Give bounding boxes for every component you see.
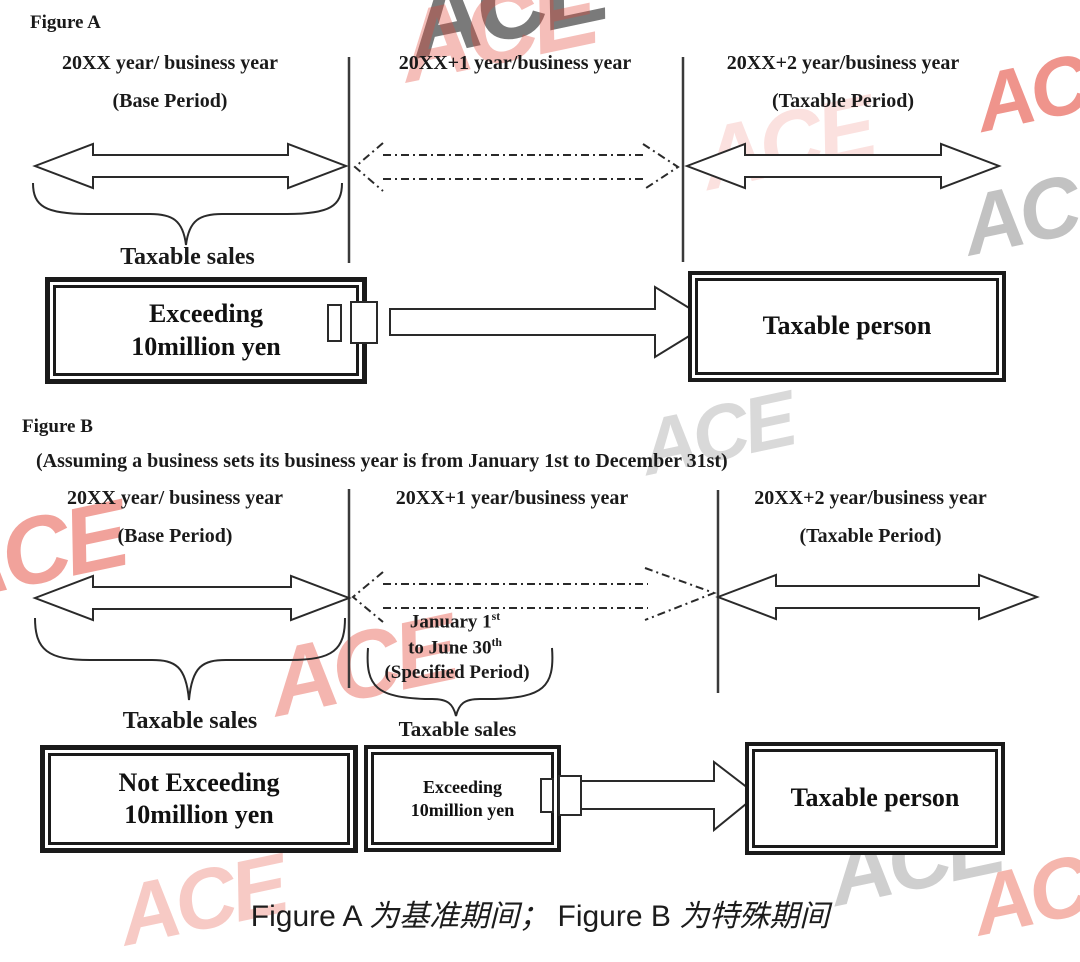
figure-b-period2-label: 20XX+1 year/business year xyxy=(395,487,629,509)
figure-a-period1-sublabel: (Base Period) xyxy=(112,90,228,112)
figure-b-specified-period-label: (Specified Period) xyxy=(384,662,530,683)
figure-b-base-condition-box: Not Exceeding 10million yen xyxy=(40,745,358,853)
figure-b-connector-small xyxy=(540,778,554,813)
figure-a-base-period-arrow xyxy=(32,142,349,190)
figure-b-specified-dates-line2: to June 30th xyxy=(355,636,555,659)
figure-a-connector-large xyxy=(350,301,378,344)
figure-b-base-condition-line2: 10million yen xyxy=(124,800,274,829)
figure-a-period3-sublabel: (Taxable Period) xyxy=(771,90,915,112)
caption-figure-b-desc: 为特殊期间 xyxy=(679,900,830,933)
figure-b-period3-sublabel: (Taxable Period) xyxy=(799,525,942,547)
figure-a-period2-label: 20XX+1 year/business year xyxy=(398,52,632,74)
figure-b-specified-condition-line1: Exceeding xyxy=(423,777,502,797)
figure-b-base-brace xyxy=(34,617,346,701)
specified-date-start-suffix: st xyxy=(491,610,501,623)
figure-b-specified-condition-line2: 10million yen xyxy=(410,799,515,820)
figure-b-result-box: Taxable person xyxy=(745,742,1005,855)
figure-a-condition-line2: 10million yen xyxy=(131,331,281,361)
figure-a-period3-label: 20XX+2 year/business year xyxy=(726,52,960,74)
specified-date-end-suffix: th xyxy=(491,636,502,649)
figure-a-period1-label: 20XX year/ business year xyxy=(61,52,279,74)
figure-b-base-taxable-sales-label: Taxable sales xyxy=(122,708,258,734)
specified-date-end: to June 30 xyxy=(408,637,492,659)
figure-a-taxable-period-arrow xyxy=(684,142,1002,190)
specified-date-start: January 1 xyxy=(409,611,492,633)
caption-figure-a-ref: Figure A xyxy=(250,900,370,933)
figure-b-period1-sublabel: (Base Period) xyxy=(117,525,233,547)
figure-b-result-arrow xyxy=(579,759,759,833)
figure-a-result-label: Taxable person xyxy=(762,311,932,341)
figure-b-assumption: (Assuming a business sets its business y… xyxy=(36,450,728,472)
figure-a-condition-line1: Exceeding xyxy=(148,299,264,328)
figure-a-taxable-sales-label: Taxable sales xyxy=(120,244,255,270)
figure-b-specified-dashed-arrow xyxy=(351,567,717,623)
figure-b-period3-label: 20XX+2 year/business year xyxy=(754,487,987,509)
figure-a-brace xyxy=(32,182,343,246)
figure-b-specified-condition-box: Exceeding 10million yen xyxy=(364,745,561,852)
figure-b-period1-label: 20XX year/ business year xyxy=(66,487,284,509)
caption-figure-a-desc: 为基准期间； xyxy=(369,900,550,933)
figure-b-base-period-arrow xyxy=(32,574,352,622)
figure-a-condition-box: Exceeding 10million yen xyxy=(45,277,367,384)
figure-b-taxable-period-arrow xyxy=(715,573,1040,621)
figure-a-middle-dashed-arrow xyxy=(353,142,680,192)
bottom-caption: Figure A 为基准期间； Figure B 为特殊期间 xyxy=(0,891,1080,935)
figure-b-result-label: Taxable person xyxy=(790,783,960,813)
figure-a-result-box: Taxable person xyxy=(688,271,1006,382)
figure-a-connector-small xyxy=(327,304,342,342)
figure-b-specified-brace xyxy=(366,647,554,717)
figure-b-specified-taxable-sales-label: Taxable sales xyxy=(398,717,517,741)
caption-figure-b-ref: Figure B xyxy=(549,900,680,933)
figure-b-title: Figure B xyxy=(22,416,93,437)
figure-b-base-condition-line1: Not Exceeding xyxy=(118,767,280,797)
figure-b-connector-large xyxy=(558,775,582,816)
figure-a-result-arrow xyxy=(389,285,714,359)
figure-b-specified-dates-line1: January 1st xyxy=(355,610,555,633)
figure-a-title: Figure A xyxy=(30,12,101,33)
